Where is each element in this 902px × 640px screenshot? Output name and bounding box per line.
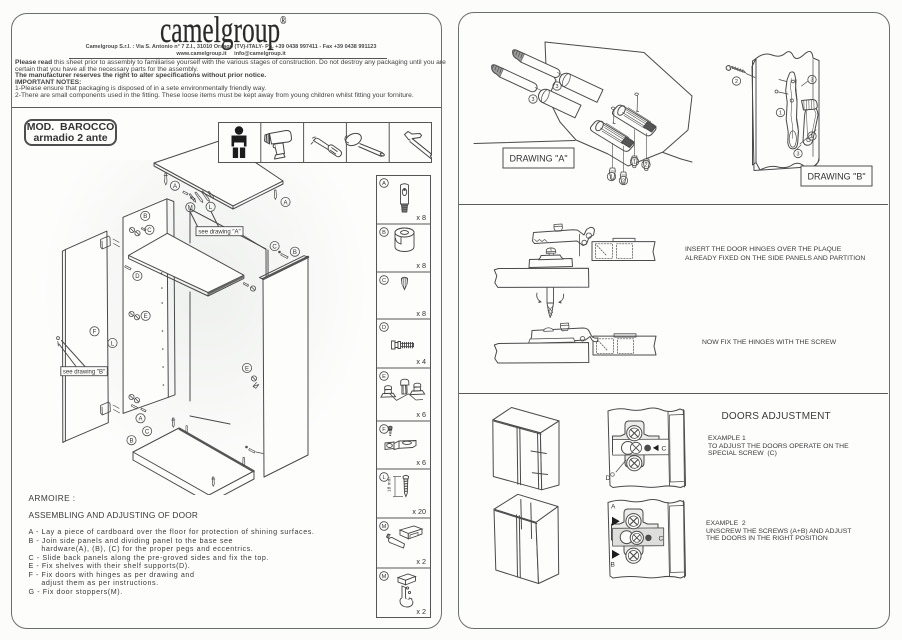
svg-text:2: 2 xyxy=(645,163,648,169)
svg-text:L: L xyxy=(382,475,385,481)
svg-text:M: M xyxy=(382,524,387,530)
svg-text:F: F xyxy=(93,330,97,336)
svg-text:see drawing "B": see drawing "B" xyxy=(63,369,105,375)
svg-text:C: C xyxy=(662,446,667,453)
svg-text:A: A xyxy=(611,504,616,511)
svg-text:C: C xyxy=(272,244,277,250)
svg-text:E: E xyxy=(245,366,249,372)
svg-text:L: L xyxy=(209,205,213,211)
svg-text:M: M xyxy=(188,206,193,212)
svg-text:1: 1 xyxy=(779,111,782,117)
svg-text:D: D xyxy=(382,325,386,331)
svg-text:L: L xyxy=(111,341,115,347)
svg-text:x 2: x 2 xyxy=(416,607,426,616)
svg-text:E: E xyxy=(144,314,148,320)
svg-text:B: B xyxy=(293,250,297,256)
svg-text:see drawing "A": see drawing "A" xyxy=(198,229,240,235)
svg-text:DRAWING "B": DRAWING "B" xyxy=(807,172,865,182)
svg-text:B: B xyxy=(382,230,386,236)
svg-text:x 6: x 6 xyxy=(416,458,426,467)
svg-text:C: C xyxy=(145,430,150,436)
svg-text:2: 2 xyxy=(622,179,625,185)
svg-text:F: F xyxy=(382,427,386,433)
svg-text:M: M xyxy=(382,574,387,580)
svg-text:x 4: x 4 xyxy=(416,357,426,366)
svg-text:x 8: x 8 xyxy=(416,309,426,318)
svg-text:B: B xyxy=(611,562,616,569)
svg-text:A: A xyxy=(283,200,287,206)
svg-text:DRAWING "A": DRAWING "A" xyxy=(509,154,567,164)
svg-text:18 mm: 18 mm xyxy=(387,477,393,492)
svg-text:x 8: x 8 xyxy=(416,213,426,222)
svg-text:C: C xyxy=(382,278,386,284)
svg-text:B: B xyxy=(143,214,147,220)
svg-text:D: D xyxy=(606,475,611,482)
svg-text:3: 3 xyxy=(556,84,559,90)
svg-text:1: 1 xyxy=(633,160,636,166)
svg-text:2: 2 xyxy=(735,79,738,85)
svg-text:A: A xyxy=(138,417,142,423)
svg-text:C: C xyxy=(659,535,664,542)
svg-text:3: 3 xyxy=(797,152,800,158)
svg-text:D: D xyxy=(135,274,140,280)
svg-text:B: B xyxy=(129,439,133,445)
svg-text:3: 3 xyxy=(811,78,814,84)
svg-text:A: A xyxy=(173,184,177,190)
svg-text:C: C xyxy=(147,228,152,234)
svg-text:3: 3 xyxy=(532,97,535,103)
svg-text:x 20: x 20 xyxy=(412,507,426,516)
svg-text:1: 1 xyxy=(811,134,814,140)
svg-text:E: E xyxy=(382,374,386,380)
svg-text:1: 1 xyxy=(610,175,613,181)
svg-text:A: A xyxy=(382,181,386,187)
svg-text:x 2: x 2 xyxy=(416,557,426,566)
svg-text:x 6: x 6 xyxy=(416,410,426,419)
svg-text:x 8: x 8 xyxy=(416,261,426,270)
